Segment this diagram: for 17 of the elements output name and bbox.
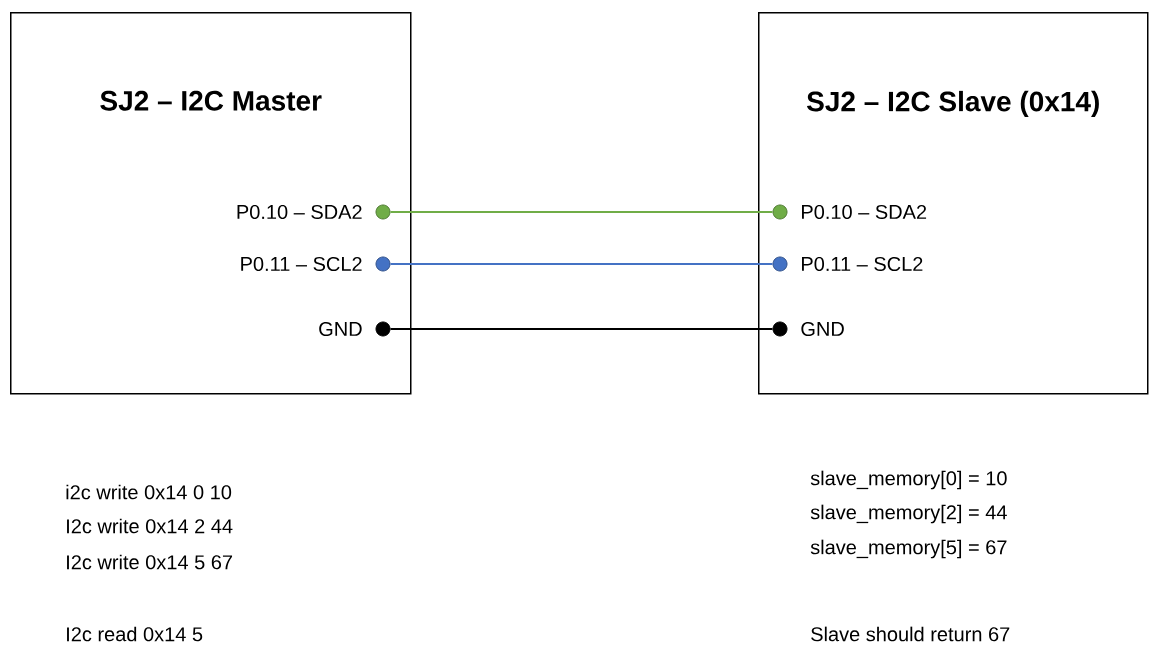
command-text: I2c write 0x14 5 67 (67, 554, 233, 570)
command-text: Slave should return 67 (811, 626, 1010, 642)
command-text: slave_memory[2] = 44 (810, 504, 1007, 524)
command-text: I2c read 0x14 5 (67, 626, 203, 642)
wire (389, 211, 774, 213)
command-text: slave_memory[0] = 10 (810, 470, 1007, 490)
command-text: i2c write 0x14 0 10 (66, 484, 232, 500)
wire (389, 263, 774, 265)
command-text: slave_memory[5] = 67 (810, 539, 1007, 559)
node-label: P0.11 – SCL2 (802, 256, 923, 272)
wire (389, 328, 774, 330)
node-label: P0.11 – SCL2 (241, 256, 362, 272)
node-label: P0.10 – SDA2 (802, 204, 927, 220)
command-text: I2c write 0x14 2 44 (67, 518, 233, 534)
node-label: GND (801, 321, 844, 337)
node-label: P0.10 – SDA2 (237, 204, 362, 220)
node-label: GND (319, 321, 362, 337)
